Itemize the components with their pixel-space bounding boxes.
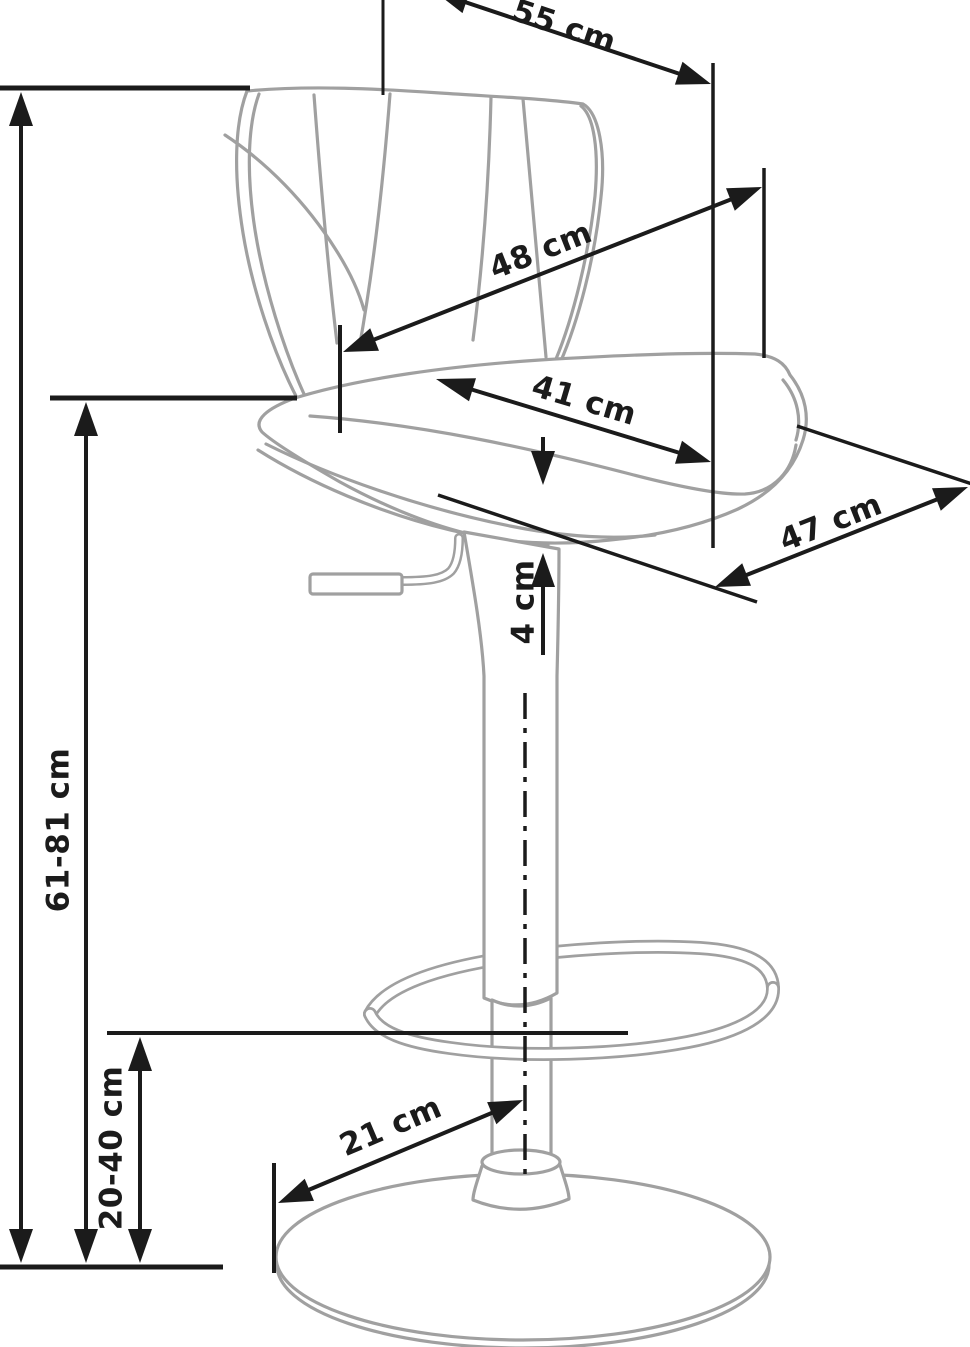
backrest-seam [521,97,548,359]
base-disc [274,1172,772,1347]
backrest-left-piping [247,92,306,396]
gas-lift-lever [308,533,464,596]
dim-backrest-diagonal [338,168,766,433]
dim-total-height [9,92,33,1263]
stool-outline-group [223,86,808,1347]
seat-right-piping [781,378,801,442]
gas-cylinder-column [462,530,561,1162]
dimension-lines-group [0,0,970,1273]
backrest-seam [357,92,392,351]
backrest-outline [223,86,605,400]
backrest-right-piping [554,104,598,361]
dim-seat-width [437,424,970,604]
dim-seat-depth [436,378,711,464]
dim-base-radius [272,1100,523,1273]
dim-seat-height [74,402,98,1263]
arrowhead [343,328,379,352]
dimension-label-seat-height: 61-81 cm [40,747,77,913]
arrowhead-down [531,451,555,485]
arrowhead-up [531,553,555,587]
arrowhead [726,187,762,211]
arrowhead [715,563,751,587]
dimension-label-total-height: 91-111 cm [0,578,7,766]
backrest-seam [471,95,493,342]
backrest-wing-seam [223,133,366,312]
ext-line [437,493,758,604]
base-collar [471,1148,571,1211]
arrowhead-down [128,1229,152,1263]
backrest-seam [312,93,339,345]
ext-line [796,424,970,486]
arrowhead-up [128,1037,152,1071]
seat-front-piping [264,442,657,539]
dim-backrest-width [381,0,715,548]
arrowhead [278,1178,314,1203]
arrowhead [932,487,968,511]
arrowhead [436,378,476,402]
arrowhead [487,1100,523,1125]
dimension-label-seat-thickness: 4 cm [505,559,542,645]
footrest-ring-front [363,981,780,1061]
seat-back-seam [308,414,798,496]
arrowhead [445,0,467,14]
arrowhead [675,440,711,464]
dim-footrest-height [128,1037,152,1263]
arrowhead-up [9,92,33,126]
dim-seat-thickness [531,437,555,655]
arrowhead-down [74,1229,98,1263]
footrest-ring-back [363,939,780,1021]
arrowhead [674,61,711,85]
seat-outline [256,351,808,547]
arrowhead-up [74,402,98,436]
lever-handle [308,572,404,596]
column-lower-section [490,996,553,1162]
arrowhead-down [9,1229,33,1263]
dimension-label-footrest-height: 20-40 cm [93,1065,130,1231]
